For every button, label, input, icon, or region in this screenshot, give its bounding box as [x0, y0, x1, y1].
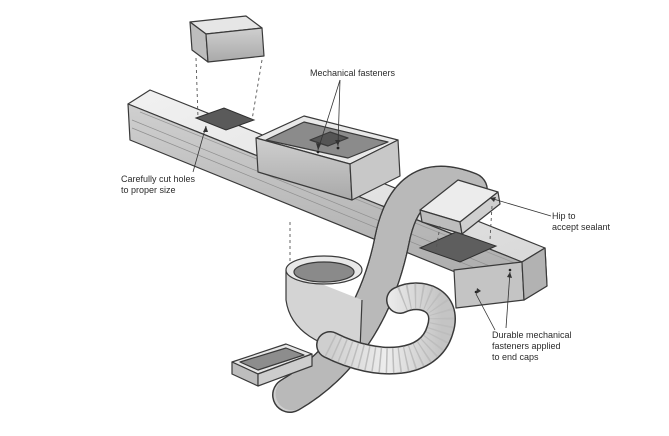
hip-collar — [419, 179, 501, 235]
round-boot — [285, 255, 363, 351]
leader-arrowheads — [203, 126, 512, 294]
flex-duct-lower — [316, 282, 456, 375]
hip-label-line-2: accept sealant — [552, 222, 611, 232]
hip-label-line-1: Hip to — [552, 211, 576, 221]
cut-hole-right — [418, 231, 498, 263]
guide-lines-hip — [435, 205, 493, 251]
hip-label: Hip to accept sealant — [552, 211, 610, 233]
register-box-bottom — [231, 343, 313, 387]
durable-fasteners-label: Durable mechanical fasteners applied to … — [492, 330, 572, 363]
durable-label-line-3: to end caps — [492, 352, 539, 362]
end-cap — [453, 247, 548, 309]
cut-holes-label-line-2: to proper size — [121, 185, 176, 195]
durable-label-line-1: Durable mechanical — [492, 330, 572, 340]
leader-lines — [192, 79, 552, 331]
mechanical-fasteners-label: Mechanical fasteners — [310, 68, 396, 78]
cut-holes-label: Carefully cut holes to proper size — [121, 174, 195, 196]
cut-hole-left — [194, 107, 256, 131]
cut-holes-label-line-1: Carefully cut holes — [121, 174, 196, 184]
durable-label-line-2: fasteners applied — [492, 341, 561, 351]
fastener-dots — [316, 146, 340, 154]
plenum-box — [255, 115, 401, 201]
guide-lines-top — [195, 57, 263, 121]
register-boot-top — [189, 15, 265, 63]
